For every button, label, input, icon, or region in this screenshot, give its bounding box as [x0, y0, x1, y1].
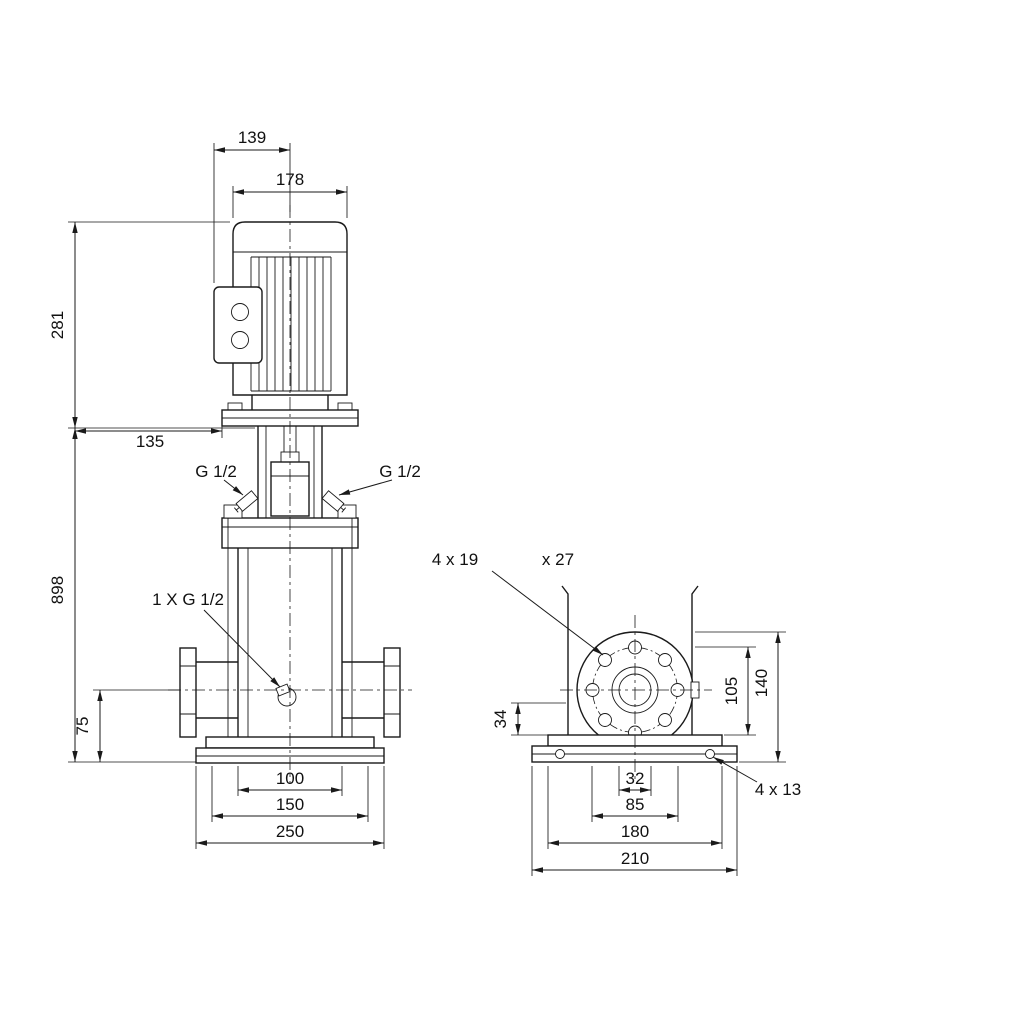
dim-139-label: 139 [238, 128, 266, 147]
pipe-left [196, 661, 238, 719]
motor-bolt-right [337, 402, 353, 411]
extension-lines-side [511, 631, 786, 876]
flange-holes-label: 4 x 19 [432, 550, 478, 569]
leader-gauge-left [223, 479, 244, 496]
drain-port-label: 1 X G 1/2 [152, 590, 224, 609]
leader-base-holes [712, 756, 758, 783]
base-hole-left [555, 749, 565, 759]
dim-75-label: 75 [73, 717, 92, 736]
front-view: 139 178 281 898 135 75 100 150 250 G 1/2… [48, 128, 421, 849]
gauge-port-right-label: G 1/2 [379, 462, 421, 481]
motor-bolt-left [227, 402, 243, 411]
terminal-box [213, 286, 263, 364]
leader-drain [203, 609, 281, 688]
terminal-box-gland-bottom [231, 331, 249, 349]
sleeve-inner [247, 548, 333, 737]
terminal-box-gland-top [231, 303, 249, 321]
motor-outline [232, 221, 348, 396]
flange-counterbore-label: x 27 [542, 550, 574, 569]
bolt-hole-ne [658, 653, 672, 667]
staybolt-nut-right [337, 504, 357, 519]
flange-left-bolts [180, 665, 196, 715]
motor-fins [250, 256, 332, 392]
dim-85-label: 85 [626, 795, 645, 814]
dim-34-label: 34 [491, 710, 510, 729]
motor-neck [251, 395, 329, 410]
gauge-port-plug-right [321, 490, 346, 513]
bolt-hole-sw [598, 713, 612, 727]
dim-140-label: 140 [752, 669, 771, 697]
sleeve [237, 548, 343, 737]
base-hole-right [705, 749, 715, 759]
pipe-right [342, 661, 384, 719]
flange-left [179, 647, 197, 738]
side-view: 4 x 19 x 27 34 105 140 32 85 180 210 4 x… [432, 550, 801, 876]
leader-flange-holes [491, 570, 604, 656]
dim-178-label: 178 [276, 170, 304, 189]
gauge-port-plug-left [234, 490, 259, 513]
dim-150-label: 150 [276, 795, 304, 814]
staybolt-nut-left [223, 504, 243, 519]
dim-180-label: 180 [621, 822, 649, 841]
leader-gauge-right [338, 479, 393, 496]
dim-281-label: 281 [48, 311, 67, 339]
dim-32-label: 32 [626, 769, 645, 788]
bolt-hole-nw [598, 653, 612, 667]
flange-right [383, 647, 401, 738]
base-holes-label: 4 x 13 [755, 780, 801, 799]
lantern-inner [265, 426, 315, 518]
dim-250-label: 250 [276, 822, 304, 841]
extension-lines-front [68, 143, 385, 849]
dim-210-label: 210 [621, 849, 649, 868]
lantern-columns [257, 426, 323, 518]
gauge-port-left-label: G 1/2 [195, 462, 237, 481]
dim-135-label: 135 [136, 432, 164, 451]
bolt-hole-se [658, 713, 672, 727]
dim-898-label: 898 [48, 576, 67, 604]
dim-105-label: 105 [722, 677, 741, 705]
flange-right-bolts [384, 665, 400, 715]
staybolts [227, 518, 353, 737]
dim-100-label: 100 [276, 769, 304, 788]
